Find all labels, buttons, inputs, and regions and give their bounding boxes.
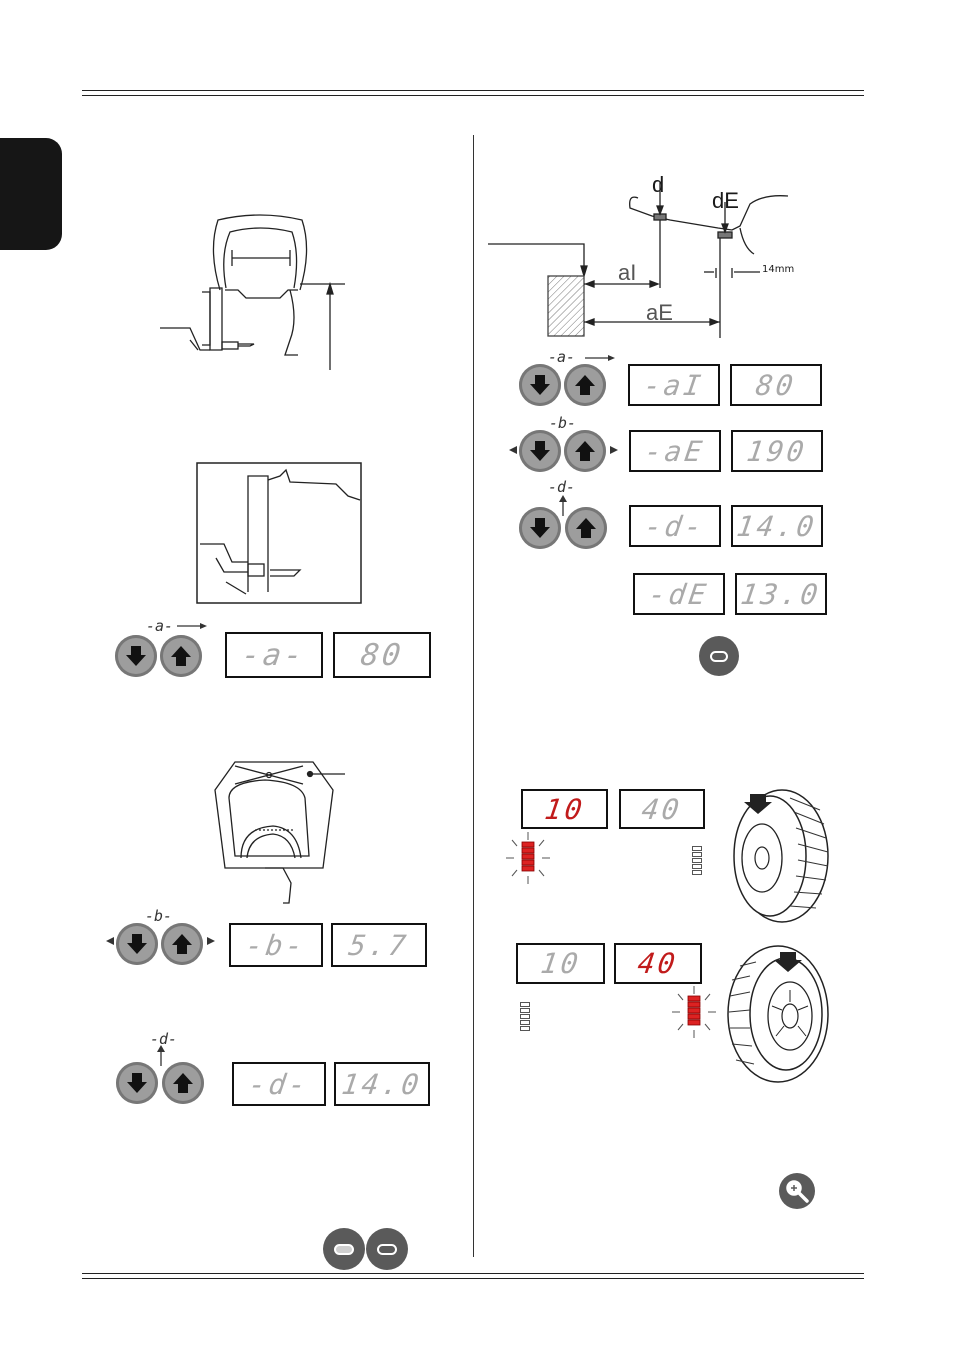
tyre-icon xyxy=(722,940,834,1086)
zoom-icon[interactable] xyxy=(778,1172,816,1210)
footer-rule-bottom xyxy=(82,1278,864,1279)
label-de: dE xyxy=(712,188,739,214)
arrow-down-icon xyxy=(124,644,148,668)
arrow-up-icon xyxy=(573,439,597,463)
display-left: -b- xyxy=(229,923,323,967)
arrow-down-icon xyxy=(125,932,149,956)
gauge-arm-figure xyxy=(196,462,362,604)
down-button[interactable] xyxy=(115,635,157,677)
label-d: d xyxy=(652,172,664,198)
down-button[interactable] xyxy=(519,507,561,549)
display-right: 80 xyxy=(333,632,431,678)
down-button[interactable] xyxy=(116,923,158,965)
display-left: -aI xyxy=(628,364,720,406)
arrow-down-icon xyxy=(528,373,552,397)
tyre-icon xyxy=(720,780,832,926)
key-label-b: -b- xyxy=(549,414,576,432)
arrow-up-icon xyxy=(573,373,597,397)
display-right: 13.0 xyxy=(735,573,827,615)
arrow-down-icon xyxy=(125,1071,149,1095)
arrow-right-icon xyxy=(203,935,217,947)
arrow-down-icon xyxy=(528,516,552,540)
arrow-up-icon xyxy=(574,516,598,540)
led-bar-off xyxy=(520,1002,530,1036)
up-button[interactable] xyxy=(162,1062,204,1104)
display-left: -d- xyxy=(232,1062,326,1106)
arrow-up-icon xyxy=(170,932,194,956)
down-button[interactable] xyxy=(519,430,561,472)
key-label-a: -a- xyxy=(548,348,575,366)
display-right: 14.0 xyxy=(731,505,823,547)
down-button[interactable] xyxy=(519,364,561,406)
arrow-up-icon xyxy=(169,644,193,668)
display-right: 5.7 xyxy=(331,923,427,967)
function-pill-button[interactable] xyxy=(323,1228,365,1270)
key-label-a: -a- xyxy=(146,617,173,635)
display-left: -d- xyxy=(629,505,721,547)
tyre-bead-figure xyxy=(205,758,355,908)
label-ai: aI xyxy=(618,260,636,286)
display-right: 190 xyxy=(731,430,823,472)
led-bar-off xyxy=(692,846,702,880)
column-separator xyxy=(473,135,474,1257)
display-left-active: 10 xyxy=(521,789,608,829)
led-flash-icon xyxy=(506,832,550,884)
wheel-section-figure xyxy=(150,210,360,375)
rim-measurement-figure xyxy=(488,168,800,338)
arrow-right-icon xyxy=(606,444,620,456)
enter-pill-button[interactable] xyxy=(699,636,739,676)
arrow-up-small-icon xyxy=(156,1044,166,1066)
display-left: -a- xyxy=(225,632,323,678)
arrow-down-icon xyxy=(528,439,552,463)
up-button[interactable] xyxy=(564,430,606,472)
down-button[interactable] xyxy=(116,1062,158,1104)
enter-pill-button[interactable] xyxy=(366,1228,408,1270)
language-tab xyxy=(0,138,62,250)
up-button[interactable] xyxy=(160,635,202,677)
label-ae: aE xyxy=(646,300,673,326)
display-right-active: 40 xyxy=(614,943,702,984)
arrow-right-icon xyxy=(175,620,209,632)
display-left: -aE xyxy=(629,430,721,472)
up-button[interactable] xyxy=(564,364,606,406)
display-left: 10 xyxy=(516,943,605,984)
footer-rule-top xyxy=(82,1273,864,1274)
display-right: 40 xyxy=(619,789,705,829)
arrow-up-small-icon xyxy=(558,494,568,516)
key-label-b: -b- xyxy=(145,907,172,925)
led-flash-icon xyxy=(672,986,716,1038)
header-rule-top xyxy=(82,90,864,91)
arrow-up-icon xyxy=(171,1071,195,1095)
arrow-right-icon xyxy=(583,352,617,364)
up-button[interactable] xyxy=(161,923,203,965)
display-right: 80 xyxy=(730,364,822,406)
label-14mm: 14mm xyxy=(762,264,794,275)
display-right: 14.0 xyxy=(334,1062,430,1106)
header-rule-bottom xyxy=(82,95,864,96)
up-button[interactable] xyxy=(565,507,607,549)
display-left: -dE xyxy=(633,573,725,615)
